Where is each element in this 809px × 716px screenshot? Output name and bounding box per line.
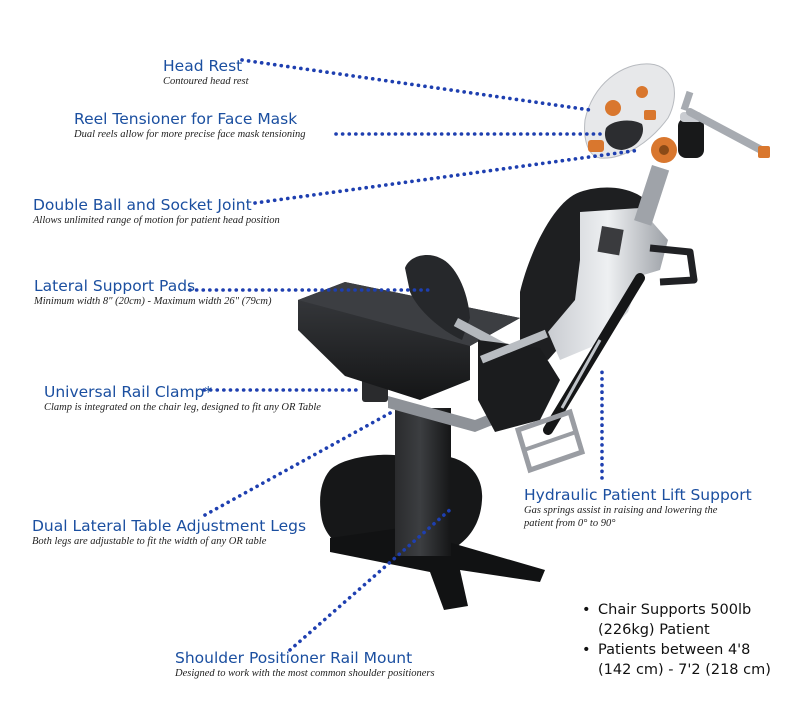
callout-rail-clamp: Universal Rail Clamp* Clamp is integrate…: [44, 383, 321, 414]
callout-description-line: patient from 0° to 90°: [524, 518, 616, 529]
lateral-pad: [405, 255, 470, 340]
callout-description-line: Gas springs assist in raising and loweri…: [524, 505, 718, 516]
spec-item: • Chair Supports 500lb (226kg) Patient: [580, 600, 771, 640]
callout-description: Dual reels allow for more precise face m…: [74, 129, 306, 140]
callout-title: Dual Lateral Table Adjustment Legs: [32, 517, 307, 535]
callout-title: Double Ball and Socket Joint: [33, 196, 252, 214]
callout-title: Shoulder Positioner Rail Mount: [175, 649, 413, 667]
callout-adjust-legs: Dual Lateral Table Adjustment Legs Both …: [32, 517, 306, 548]
callout-description: Contoured head rest: [163, 76, 249, 87]
leader-rail-mount: [288, 506, 454, 652]
callout-reel-tensioner: Reel Tensioner for Face Mask Dual reels …: [74, 110, 306, 141]
spec-line: Patients between 4'8: [598, 642, 751, 658]
callout-head-rest: Head Rest Contoured head rest: [163, 57, 249, 88]
gas-spring-rod: [560, 339, 602, 409]
callout-title: Hydraulic Patient Lift Support: [524, 486, 752, 504]
head-arm-tip: [758, 146, 770, 158]
reel-left: [605, 100, 621, 116]
spec-item: • Patients between 4'8 (142 cm) - 7'2 (2…: [580, 640, 771, 680]
bullet-icon: •: [582, 642, 591, 658]
callout-rail-mount: Shoulder Positioner Rail Mount Designed …: [175, 649, 435, 680]
bullet-icon: •: [582, 602, 591, 618]
side-handle: [649, 244, 698, 286]
spec-line: Chair Supports 500lb: [598, 602, 752, 618]
reel-tab-right: [644, 110, 656, 120]
leader-head-rest: [240, 58, 592, 112]
seat-frame: [478, 340, 560, 432]
callout-description: Both legs are adjustable to fit the widt…: [32, 536, 267, 547]
table-rail: [388, 396, 520, 432]
callout-ball-socket: Double Ball and Socket Joint Allows unli…: [33, 196, 280, 227]
neck-column: [634, 164, 670, 226]
reel-right: [636, 86, 648, 98]
callout-hydraulic-lift: Hydraulic Patient Lift Support Gas sprin…: [524, 486, 752, 530]
callout-description: Minimum width 8" (20cm) - Maximum width …: [34, 296, 272, 307]
spec-list: • Chair Supports 500lb (226kg) Patient •…: [580, 600, 771, 680]
chair-photo: [298, 63, 770, 610]
foot-ladder-rung: [523, 430, 577, 452]
foot-ladder: [514, 408, 586, 474]
head-arm-post: [680, 90, 694, 112]
callout-title: Head Rest: [163, 57, 243, 75]
base-foot: [330, 528, 545, 610]
callout-lateral-pads: Lateral Support Pads Minimum width 8" (2…: [34, 277, 271, 308]
callout-title: Lateral Support Pads: [34, 277, 196, 295]
leader-adjust-legs: [203, 410, 394, 517]
callout-description: Designed to work with the most common sh…: [175, 668, 435, 679]
spec-line: (226kg) Patient: [598, 622, 710, 638]
callout-description: Allows unlimited range of motion for pat…: [33, 215, 280, 226]
back-frame: [548, 208, 668, 360]
joint-cylinder: [678, 118, 704, 158]
reel-block: [604, 120, 644, 150]
ball-joint-core: [659, 145, 669, 155]
callout-description: Clamp is integrated on the chair leg, de…: [44, 402, 321, 413]
head-arm: [686, 108, 769, 156]
label-plate: [597, 226, 624, 256]
callout-title: Reel Tensioner for Face Mask: [74, 110, 298, 128]
spec-line: (142 cm) - 7'2 (218 cm): [598, 662, 771, 678]
leader-ball-socket: [253, 148, 642, 205]
seat-arm: [480, 329, 548, 364]
reel-tab-left: [588, 140, 604, 152]
callout-title: Universal Rail Clamp*: [44, 383, 213, 401]
